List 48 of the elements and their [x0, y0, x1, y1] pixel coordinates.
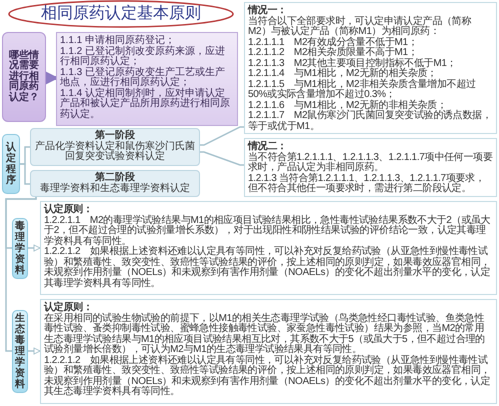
diagram-title: 相同原药认定基本原则	[41, 6, 201, 22]
criteria-text: 当符合以下全部要求时，可认定申请认定产品（简称M2）与被认定产品（简称M1）为相同原药：	[248, 16, 472, 37]
criteria-text: 1.2.1.3 当符合第1.2.1.1.1、1.2.1.1.3、1.2.1.1.7项要求，但不符合其他任一项要求时，需进行第二阶段认定。	[248, 174, 486, 194]
list-item: 1.1.4 认定相同制剂时，应对申请认定产品和被认定产品所用原药进行相同原药认定。	[60, 88, 231, 120]
principle-box	[40, 299, 497, 404]
question-box	[2, 32, 46, 122]
box-heading: 情况一：	[248, 6, 287, 16]
list-item: 1.1.3 已登记原药改变生产工艺或生产地点，应进行相同原药认定；	[60, 68, 226, 88]
situation-list-box	[56, 32, 238, 126]
criteria-text: 当不符合第1.2.1.1.1、1.2.1.1.3、1.2.1.1.7项中任何一项要求时，产品认定为非相同原药。	[248, 152, 493, 173]
connector-line	[200, 151, 244, 166]
list-item: 1.1.1 申请相同原药登记；	[60, 36, 176, 46]
connector-line	[5, 197, 37, 352]
criteria-box	[244, 138, 497, 197]
category-tab	[12, 310, 28, 393]
box-heading: 认定原则：	[44, 303, 94, 313]
box-heading: 认定原则：	[44, 205, 94, 216]
box-heading: 第二阶段	[95, 173, 136, 183]
box-heading: 情况二：	[248, 142, 288, 152]
criteria-box	[244, 2, 497, 134]
criteria-text: 1.2.1.1.3 M2其他主要项目控制指标不低于M1；	[248, 58, 458, 68]
procedure-box	[2, 134, 20, 194]
criteria-text: 1.2.1.1.7 M2鼠伤寒沙门氏菌回复突变试验的诱点数据，等于或优于M1。	[248, 111, 493, 132]
stage-box	[30, 170, 200, 197]
stage-box	[30, 128, 200, 166]
criteria-text: 1.2.1.1.6 与M1相比，M2无新的非相关杂质；	[248, 100, 447, 110]
box-label: 毒理学资料	[15, 221, 25, 276]
principle-box	[40, 201, 497, 295]
criteria-text: 在采用相同的试验生物试验的前提下，以M1的相关生态毒理学试验（鸟类急性经口毒性试验、鱼类急性毒性试验、蚤类抑制毒性试验、蜜蜂急性接触毒性试验、家蚕急性毒性试验）结果为参照，当M2的常用生态毒理学试验结果与M1的相应项目试验结果相互比对，其系数不大于5（或虽大于5，但不超过合理的试验剂量增长倍数），可认为M2与M1的生态毒理学试验结果具有等同性。	[44, 314, 485, 355]
criteria-text: 1.2.1.1.4 与M1相比，M2无新的相关杂质；	[248, 69, 437, 79]
list-item: 1.1.2 已登记制剂改变原药来源，应进行相同原药认定；	[60, 46, 226, 67]
connector-line	[20, 163, 30, 185]
question-text: 哪些情况需要进行相同原药认定？	[8, 50, 40, 104]
criteria-text: 1.2.2.1.1 M2的毒理学试验结果与M1的相应项目试验结果相比，急性毒性试验结果系数不大于2（或虽大于2，但不超过合理的试验剂量增长系数），对于出现阳性和阴性结果试验的评价结论一致，认定其毒理学资料具有等同性。	[44, 216, 492, 246]
criteria-text: 1.2.2.1.2 如果根据上述资料还难以认定具有等同性，可以补充对反复给药试验（从亚急性到慢性毒性试验）和繁殖毒性、致突变性、致癌性等试验结果的评价，按上述相同的原则判定，如果毒效应器官相同，未观察到作用剂量（NOELs）和未观察到有害作用剂量（NOAELs）的变化不超出剂量水平的变化，认定其毒理学资料具有等同性。	[44, 247, 492, 289]
stage-text: 产品化学资料认定和鼠伤寒沙门氏菌回复突变试验资料认定	[34, 142, 196, 163]
box-heading: 第一阶段	[95, 131, 135, 142]
category-tab	[12, 218, 28, 279]
connector-line	[200, 126, 244, 146]
criteria-text: 1.2.1.1.2 M2相关杂质限量不高于M1；	[248, 48, 419, 58]
box-label: 生态毒理学资料	[15, 313, 25, 390]
arrow	[28, 244, 40, 252]
box-label: 认定程序	[6, 142, 16, 186]
arrow	[28, 348, 40, 354]
stage-text: 毒理学资料和生态毒理学资料认定	[39, 184, 191, 194]
criteria-text: 1.2.1.1.1 M2有效成分含量不低于M1；	[248, 38, 419, 48]
criteria-text: 1.2.2.1.2 如果根据上述资料还难以认定具有等同性，可以补充对反复给药试验（从亚急性到慢性毒性试验）和繁殖毒性、致突变性、致癌性等试验结果的评价，按上述相同的原则判定，如果毒效应器官相同，未观察到作用剂量（NOELs）和未观察到有害作用剂量（NOAELs）的变化不超出剂量水平的变化，认定其生态毒理学资料具有等同性。	[44, 356, 492, 398]
criteria-text: 1.2.1.1.5 与M1相比，M2非相关杂质含量增加不超过50%或实际含量增加不超过0.3%；	[248, 80, 477, 100]
